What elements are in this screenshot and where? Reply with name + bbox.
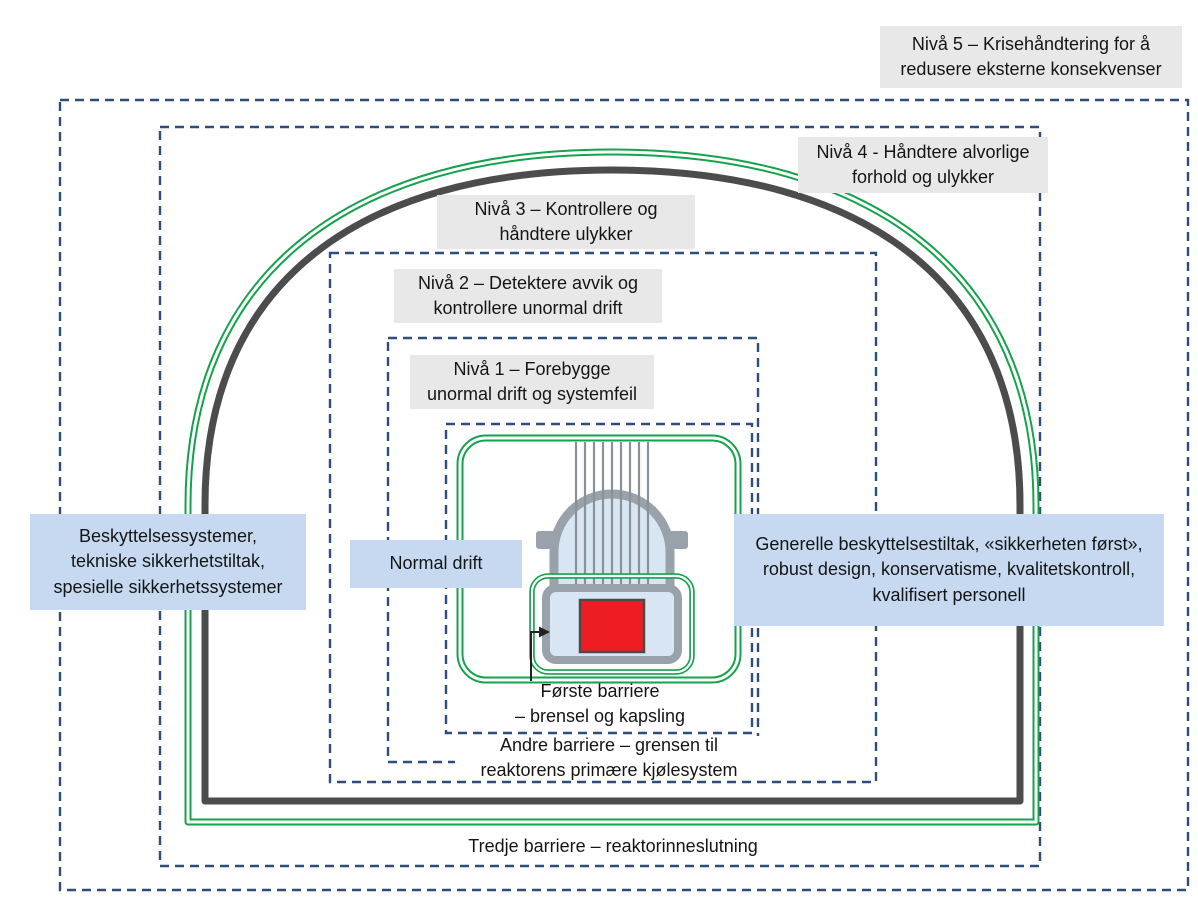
first-barrier-line-gap xyxy=(530,574,694,674)
general-measures-label: Generelle beskyttelsestiltak, «sikkerhet… xyxy=(734,514,1164,626)
level-5-label: Nivå 5 – Krisehåndtering for å redusere … xyxy=(880,26,1182,88)
normal-operation-label: Normal drift xyxy=(350,540,522,588)
reactor xyxy=(529,442,695,675)
label-line: Nivå 1 – Forebygge xyxy=(453,358,611,379)
label-line: Normal drift xyxy=(389,553,483,574)
first-barrier-label: Første barriere – brensel og kapsling xyxy=(480,680,720,726)
level-5-boundary xyxy=(58,98,1190,892)
label-line: robust design, konservatisme, kvalitetsk… xyxy=(762,559,1136,580)
containment-outline xyxy=(201,166,1024,805)
label-line: Tredje barriere – reaktorinneslutning xyxy=(468,836,758,857)
arrowhead-icon xyxy=(539,626,550,638)
level-4-boundary xyxy=(158,125,1042,868)
label-line: Nivå 2 – Detektere avvik og xyxy=(417,272,639,293)
level-1-boundary xyxy=(444,422,754,735)
level-3-label: Nivå 3 – Kontrollere og håndtere ulykker xyxy=(437,195,695,249)
label-line: redusere eksterne konsekvenser xyxy=(900,59,1162,79)
level-2-label: Nivå 2 – Detektere avvik og kontrollere … xyxy=(394,269,662,323)
label-line: Nivå 5 – Krisehåndtering for å xyxy=(911,33,1151,54)
reactor-core xyxy=(578,598,646,654)
label-line: forhold og ulykker xyxy=(851,167,995,187)
label-line: Første barriere xyxy=(540,680,660,701)
label-line: Generelle beskyttelsestiltak, «sikkerhet… xyxy=(755,534,1143,555)
label-line: spesielle sikkerhetssystemer xyxy=(53,576,283,597)
third-barrier-line-gap xyxy=(186,150,1038,824)
protection-systems-label: Beskyttelsessystemer, tekniske sikkerhet… xyxy=(30,514,306,610)
second-barrier-label: Andre barriere – grensen til reaktorens … xyxy=(455,734,763,780)
label-line: håndtere ulykker xyxy=(499,224,633,244)
label-line: Beskyttelsessystemer, xyxy=(78,526,258,547)
third-barrier-label: Tredje barriere – reaktorinneslutning xyxy=(430,834,796,860)
label-line: kvalifisert personell xyxy=(872,584,1026,605)
label-line: – brensel og kapsling xyxy=(514,706,686,726)
label-line: unormal drift og systemfeil xyxy=(426,384,638,404)
label-line: reaktorens primære kjølesystem xyxy=(480,760,738,780)
label-line: kontrollere unormal drift xyxy=(433,298,623,318)
label-line: Andre barriere – grensen til xyxy=(499,734,719,755)
label-line: tekniske sikkerhetstiltak, xyxy=(70,551,266,572)
level-4-label: Nivå 4 - Håndtere alvorlige forhold og u… xyxy=(798,137,1048,193)
label-line: Nivå 3 – Kontrollere og xyxy=(474,198,658,219)
level-1-label: Nivå 1 – Forebygge unormal drift og syst… xyxy=(410,355,654,409)
label-line: Nivå 4 - Håndtere alvorlige xyxy=(816,141,1030,162)
first-barrier-arrow xyxy=(530,626,550,681)
control-rods xyxy=(574,442,650,598)
